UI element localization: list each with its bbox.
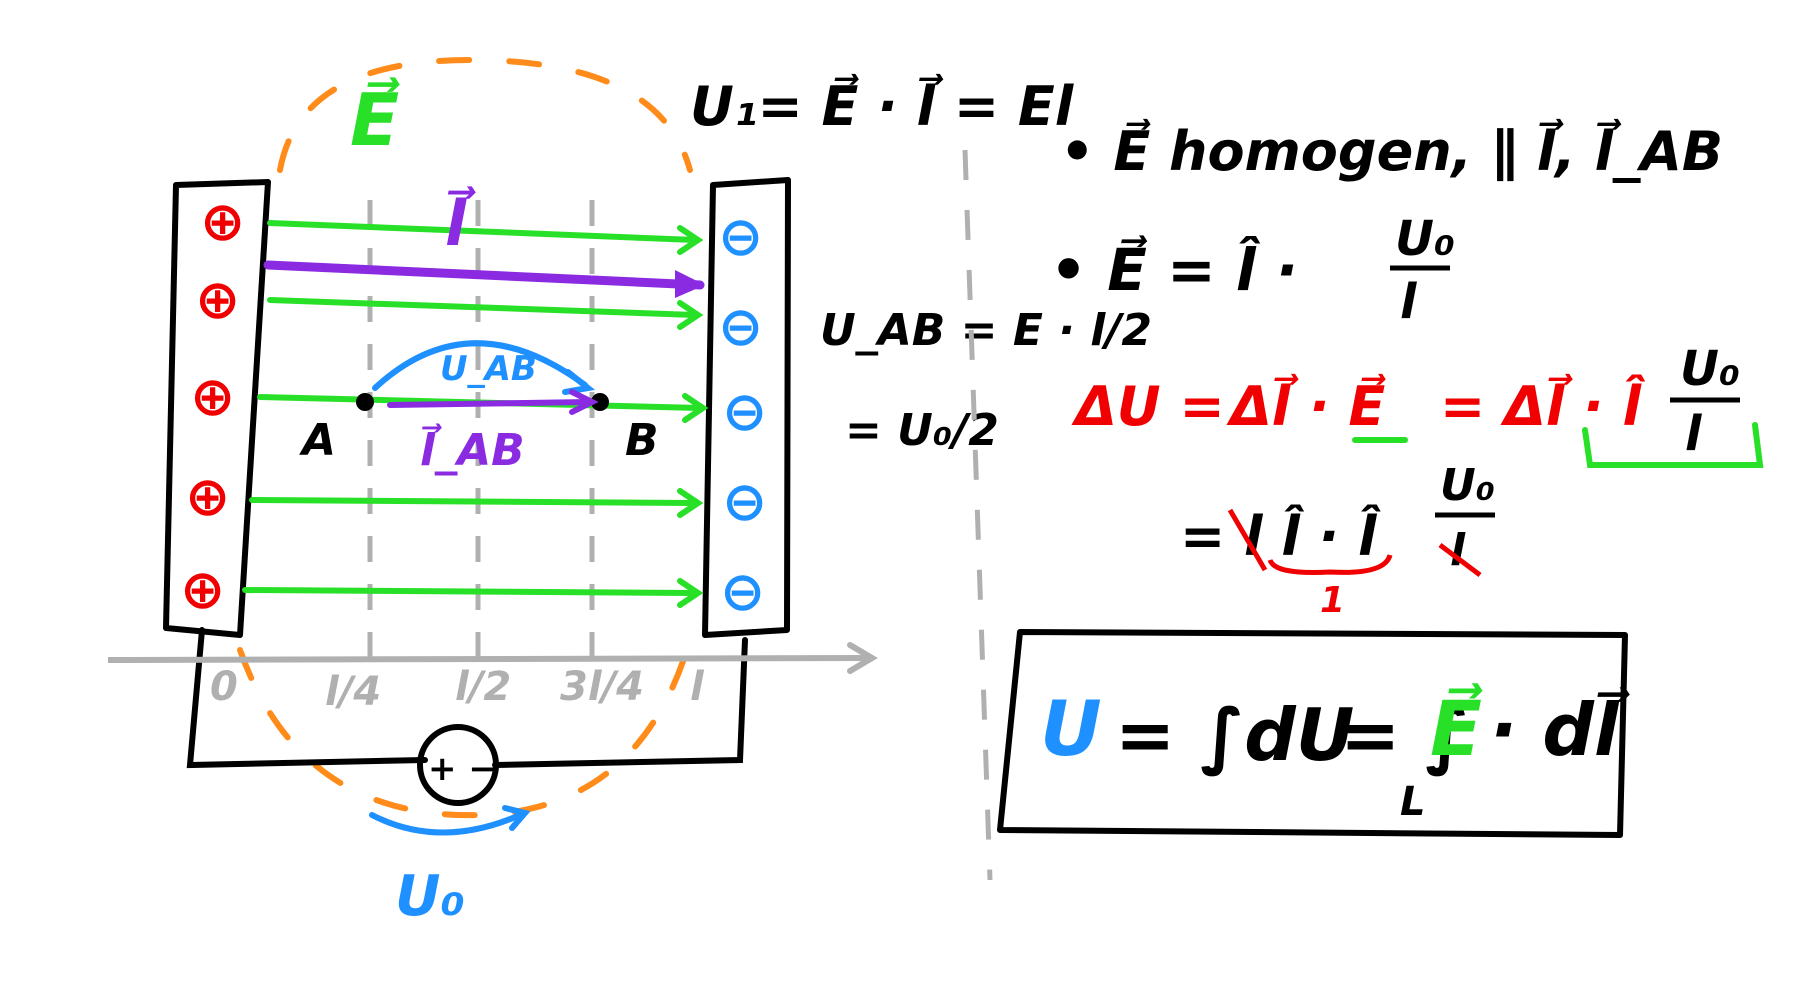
tick-0: 0 (210, 664, 238, 710)
du-frac-num: U₀ (1680, 341, 1740, 397)
tick-quarter: l/4 (325, 669, 381, 715)
minus-4: ⊖ (722, 470, 767, 533)
point-b-label: B (625, 415, 659, 466)
minus-1: ⊖ (718, 205, 763, 268)
bullet-e-den: l (1400, 274, 1417, 330)
negative-charges: ⊖ ⊖ ⊖ ⊖ ⊖ (718, 205, 767, 623)
circuit-wire (186, 627, 748, 769)
du-mid: Δl⃗ · E⃗ (1226, 373, 1386, 438)
underbrace-one: 1 (1320, 580, 1345, 621)
l-vector (263, 260, 705, 290)
cancel-mark-2 (1438, 543, 1482, 577)
result-u: U (1040, 684, 1102, 773)
l-ab-label: l⃗_AB (420, 423, 525, 476)
result-e: E⃗ (1430, 683, 1483, 773)
minus-3: ⊖ (722, 380, 767, 443)
uab-equation-1: U_AB = E · l/2 (820, 305, 1152, 356)
battery-sign: + − (428, 749, 497, 789)
bullet-e-num: U₀ (1395, 211, 1455, 267)
result-eq2: = ∫ (1340, 693, 1469, 777)
axis-tick-labels: 0 l/4 l/2 3l/4 l (210, 664, 705, 715)
positive-charges: ⊕ ⊕ ⊕ ⊕ ⊕ (180, 190, 245, 621)
l-vector-label: l⃗ (445, 186, 476, 260)
line3-num: U₀ (1440, 460, 1495, 511)
line3-den: l (1450, 525, 1466, 576)
du-eq: = Δl⃗ · l̂ (1440, 373, 1645, 438)
bullet-e-lhs: • E⃗ = l̂ · (1050, 235, 1298, 304)
l-ab-vector (387, 399, 593, 408)
x-axis (107, 655, 871, 663)
minus-2: ⊖ (718, 295, 763, 358)
cancel-mark-1 (1227, 508, 1268, 572)
plus-4: ⊕ (185, 465, 230, 528)
point-a-dot (356, 393, 374, 411)
plus-1: ⊕ (200, 190, 245, 253)
point-b-dot (591, 393, 609, 411)
du-frac-den: l (1685, 406, 1702, 462)
result-box (997, 629, 1628, 838)
point-a-label: A (299, 415, 336, 466)
minus-5: ⊖ (720, 560, 765, 623)
v1-equation: U₁= E⃗ · l⃗ = El (690, 73, 1075, 138)
result-tail: · dl⃗ (1490, 687, 1631, 772)
tick-three-quarter: 3l/4 (560, 664, 644, 710)
left-plate (163, 179, 271, 638)
divider (962, 149, 993, 881)
u-ab-label: U_AB (440, 349, 537, 389)
field-loop-top (277, 56, 693, 173)
green-bracket (1582, 422, 1764, 468)
underbrace (1267, 554, 1393, 575)
right-plate (702, 177, 791, 638)
u0-label: U₀ (395, 864, 465, 929)
result-sub: L (1400, 779, 1426, 825)
tick-half: l/2 (455, 664, 511, 710)
u-ab-arc (372, 340, 588, 391)
tick-l: l (690, 664, 705, 710)
plus-3: ⊕ (190, 365, 235, 428)
e-field-label: E⃗ (350, 77, 401, 162)
plus-2: ⊕ (195, 268, 240, 331)
plus-5: ⊕ (180, 558, 225, 621)
u0-arrow (369, 812, 523, 836)
line3: = l l̂ · l̂ (1180, 505, 1381, 568)
result-eq1: = ∫dU (1115, 693, 1354, 777)
battery-circle (417, 724, 499, 806)
du-lhs: ΔU = (1071, 375, 1225, 438)
field-loop-bottom (237, 637, 693, 819)
bullet-homogen: • E⃗ homogen, ∥ l⃗, l⃗_AB (1060, 118, 1723, 183)
